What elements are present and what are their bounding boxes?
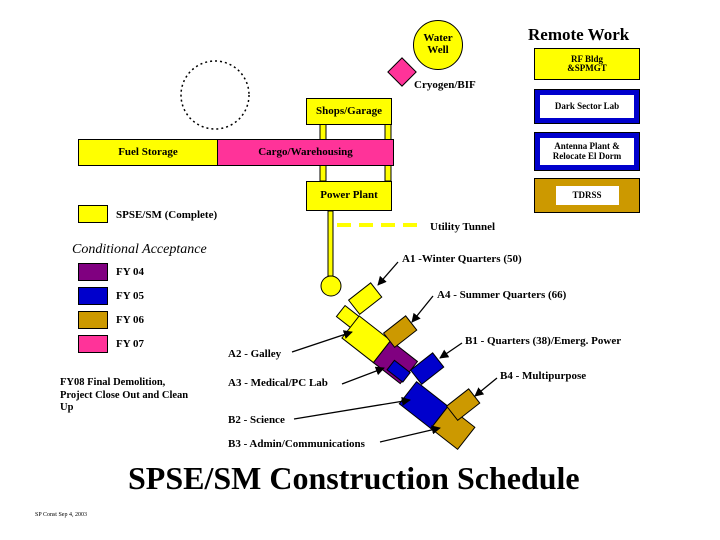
legend-swatch-fy05	[78, 287, 108, 305]
wing-b2-label: B2 - Science	[228, 414, 285, 426]
wing-b1-label: B1 - Quarters (38)/Emerg. Power	[465, 335, 622, 347]
fuel-storage: Fuel Storage	[78, 139, 218, 166]
legend-complete-label: SPSE/SM (Complete)	[116, 209, 218, 221]
arrow-b4	[474, 377, 498, 397]
remote-rf-bldg: RF Bldg &SPMGT	[534, 48, 640, 80]
water-well: Water Well	[413, 20, 463, 70]
cargo-warehousing: Cargo/Warehousing	[217, 139, 394, 166]
legend-fy05-label: FY 05	[116, 290, 145, 302]
cryogen-diamond	[387, 57, 417, 87]
pod-connector	[386, 359, 411, 383]
legend-fy06-label: FY 06	[116, 314, 145, 326]
remote-dark-sector-label: Dark Sector Lab	[540, 95, 634, 118]
utility-tunnel-label: Utility Tunnel	[430, 221, 496, 233]
fy08-note: FY08 Final Demolition, Project Close Out…	[60, 377, 189, 414]
arrow-a3	[341, 366, 385, 385]
remote-tdrss-label: TDRSS	[555, 186, 619, 205]
arrow-b2	[293, 396, 411, 420]
legend-conditional-heading: Conditional Acceptance	[72, 242, 207, 257]
cryogen-label: Cryogen/BIF	[414, 79, 476, 91]
legend-swatch-fy04	[78, 263, 108, 281]
cargo-warehousing-label: Cargo/Warehousing	[258, 145, 353, 158]
legend-fy07-label: FY 07	[116, 338, 145, 350]
connector-shops-cargo-left	[319, 123, 327, 141]
legend-fy04-label: FY 04	[116, 266, 145, 278]
arrow-a4	[411, 295, 434, 323]
wing-a3-label: A3 - Medical/PC Lab	[228, 377, 328, 389]
connector-cargo-power-left	[319, 164, 327, 182]
legend-swatch-complete	[78, 205, 108, 223]
wing-a1-label: A1 -Winter Quarters (50)	[402, 253, 522, 265]
shops-garage: Shops/Garage	[306, 98, 392, 125]
water-well-label: Water Well	[423, 32, 453, 56]
remote-rf-bldg-label: RF Bldg &SPMGT	[567, 53, 607, 73]
power-plant: Power Plant	[306, 181, 392, 211]
wing-b4-multipurpose	[445, 388, 481, 422]
remote-work-heading: Remote Work	[528, 25, 630, 44]
arrow-b3	[379, 425, 441, 443]
remote-dark-sector: Dark Sector Lab	[534, 89, 640, 124]
remote-tdrss: TDRSS	[534, 178, 640, 213]
arrow-b1	[439, 342, 463, 359]
wing-b3-label: B3 - Admin/Communications	[228, 438, 365, 450]
fuel-storage-label: Fuel Storage	[118, 145, 178, 158]
wing-a1-winter	[347, 282, 383, 316]
wing-a4-label: A4 - Summer Quarters (66)	[437, 289, 567, 301]
arrow-a1	[377, 261, 399, 286]
footer-note: SP Const Sep 4, 2003	[35, 512, 87, 518]
connector-shops-cargo-right	[384, 123, 392, 141]
legend-swatch-fy07	[78, 335, 108, 353]
remote-antenna-plant-label: Antenna Plant & Relocate El Dorm	[540, 138, 634, 165]
remote-antenna-plant: Antenna Plant & Relocate El Dorm	[534, 132, 640, 171]
power-plant-label: Power Plant	[320, 189, 378, 202]
wing-b4-label: B4 - Multipurpose	[500, 370, 587, 382]
legend-swatch-fy06	[78, 311, 108, 329]
wing-b1-quarters	[409, 352, 445, 386]
shops-garage-label: Shops/Garage	[315, 104, 382, 117]
arrow-a2	[291, 330, 353, 353]
page-title: SPSE/SM Construction Schedule	[128, 460, 580, 496]
wing-a2-label: A2 - Galley	[228, 348, 282, 360]
dotted-site-circle	[180, 60, 250, 130]
connector-cargo-power-right	[384, 164, 392, 182]
junction-circle	[320, 275, 342, 297]
tunnel-vertical	[327, 210, 334, 277]
wing-a4-summer	[382, 315, 418, 349]
